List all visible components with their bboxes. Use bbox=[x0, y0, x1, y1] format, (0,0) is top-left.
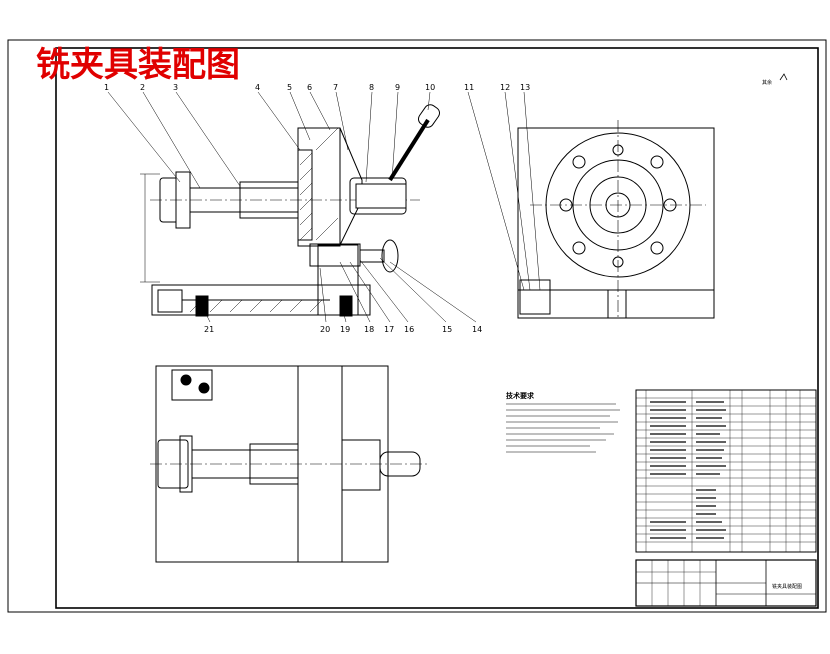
title-block bbox=[635, 559, 817, 607]
callout-21: 21 bbox=[204, 325, 214, 334]
outer-frame bbox=[7, 39, 827, 613]
callout-5: 5 bbox=[287, 83, 292, 92]
callout-14: 14 bbox=[472, 325, 482, 334]
callout-numbers: 1 2 3 4 5 6 7 8 9 10 11 12 13 14 15 16 1… bbox=[104, 83, 530, 334]
side-view bbox=[517, 120, 715, 320]
callout-11: 11 bbox=[464, 83, 474, 92]
technical-notes: 技术要求 bbox=[506, 391, 620, 453]
callout-3: 3 bbox=[173, 83, 178, 92]
callout-15: 15 bbox=[442, 325, 452, 334]
drawing-title: 铣夹具装配图 bbox=[36, 45, 240, 85]
inner-frame bbox=[55, 47, 819, 609]
callout-7: 7 bbox=[333, 83, 338, 92]
front-view bbox=[140, 104, 441, 317]
callout-8: 8 bbox=[369, 83, 374, 92]
callout-10: 10 bbox=[425, 83, 435, 92]
callout-4: 4 bbox=[255, 83, 260, 92]
callout-20: 20 bbox=[320, 325, 330, 334]
notes-heading: 技术要求 bbox=[506, 391, 535, 400]
parts-list bbox=[635, 389, 817, 553]
callout-2: 2 bbox=[140, 83, 145, 92]
callout-12: 12 bbox=[500, 83, 510, 92]
callout-6: 6 bbox=[307, 83, 312, 92]
callout-1: 1 bbox=[104, 83, 109, 92]
callout-9: 9 bbox=[395, 83, 400, 92]
roughness-mark: 其余 bbox=[762, 79, 772, 86]
title-block-name: 铣夹具装配图 bbox=[772, 583, 802, 590]
top-view bbox=[150, 365, 430, 563]
callout-18: 18 bbox=[364, 325, 374, 334]
callout-16: 16 bbox=[404, 325, 414, 334]
callouts bbox=[107, 91, 541, 323]
callout-19: 19 bbox=[340, 325, 350, 334]
callout-13: 13 bbox=[520, 83, 530, 92]
callout-17: 17 bbox=[384, 325, 394, 334]
